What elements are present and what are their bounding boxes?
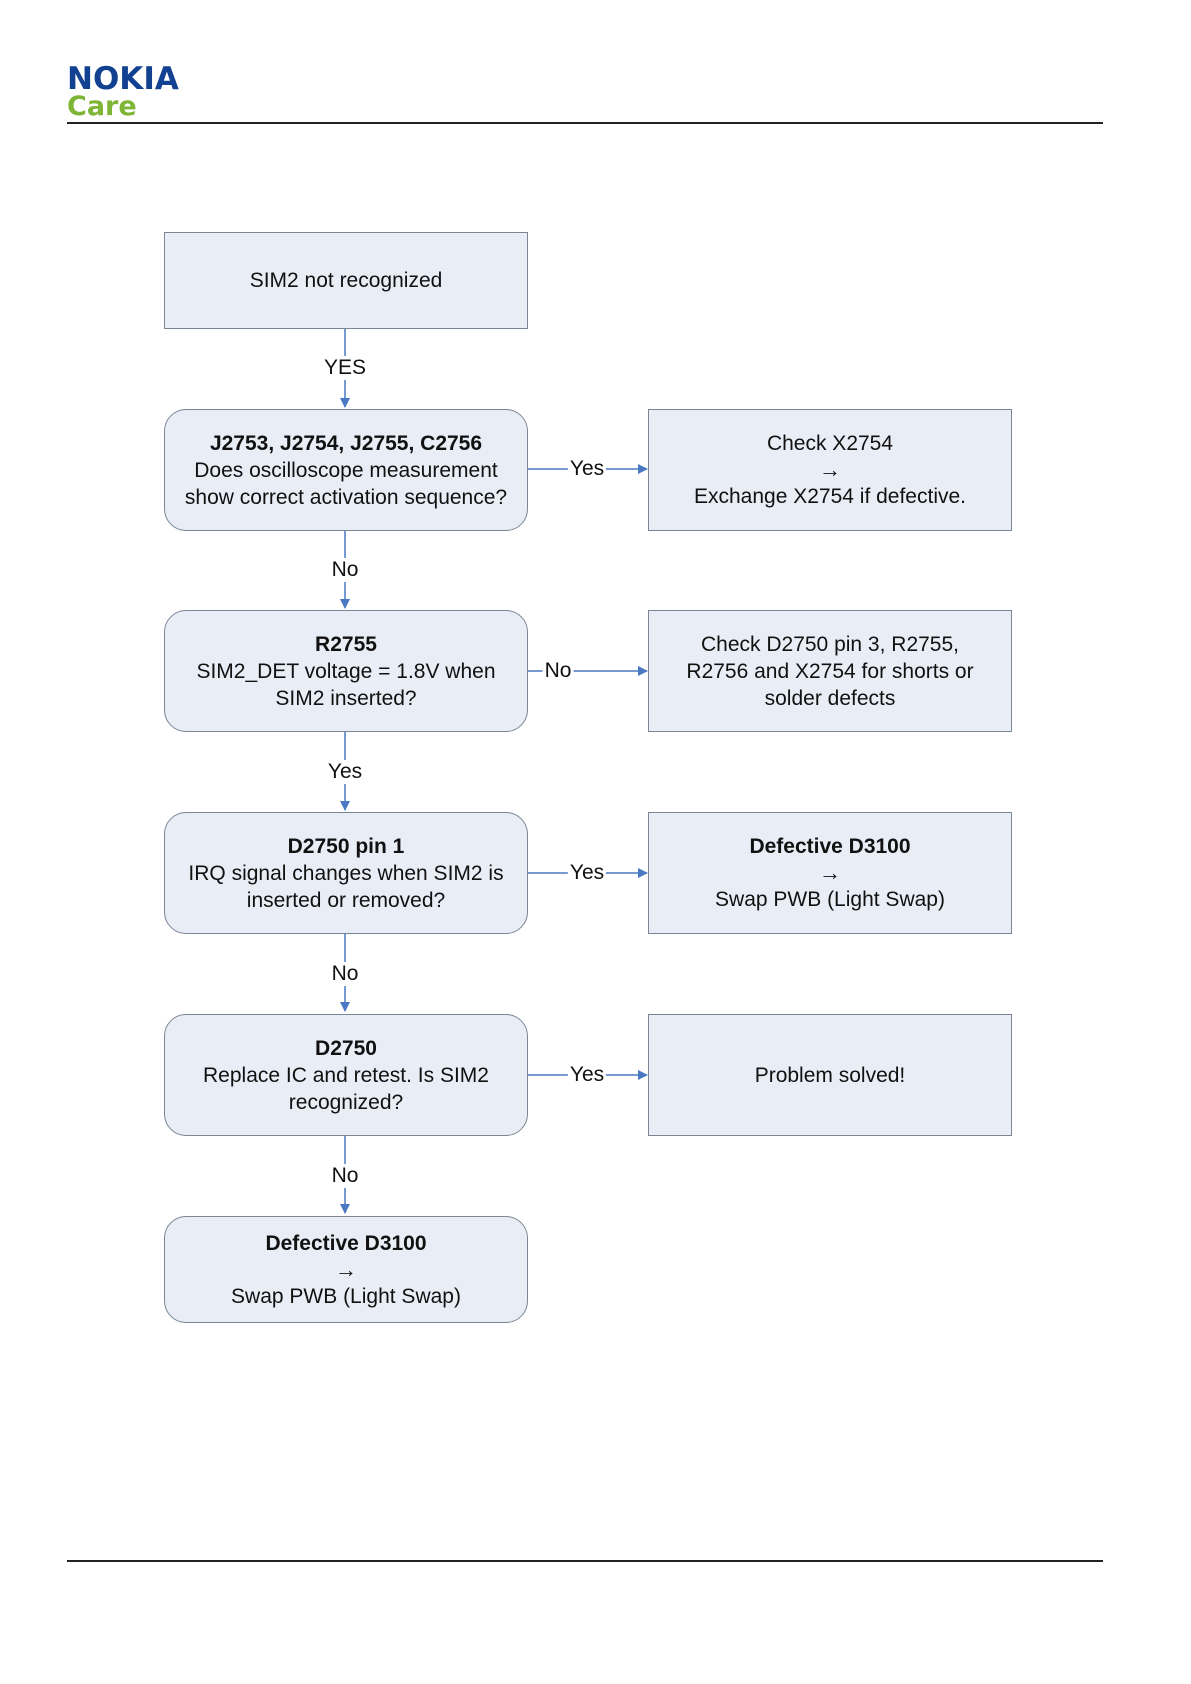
header-rule [67, 122, 1103, 124]
footer-rule [67, 1560, 1103, 1562]
edge-label-q4-end: No [329, 1164, 361, 1188]
edge-label-q1-q2: No [329, 558, 361, 582]
node-a2: Check D2750 pin 3, R2755, R2756 and X275… [648, 610, 1012, 732]
edge-label-q3-a3: Yes [567, 861, 607, 885]
node-q3-line1: IRQ signal changes when SIM2 is [188, 861, 504, 885]
node-q1-line2: show correct activation sequence? [184, 485, 508, 509]
arrow-right-icon: → [335, 1256, 357, 1282]
node-q3-line2: inserted or removed? [246, 888, 446, 912]
node-a4-text: Problem solved! [754, 1063, 906, 1087]
node-q4-line2: recognized? [288, 1090, 404, 1114]
node-q2-line1: SIM2_DET voltage = 1.8V when [196, 659, 496, 683]
node-a2-line2: R2756 and X2754 for shorts or [686, 659, 974, 683]
node-q2: R2755 SIM2_DET voltage = 1.8V when SIM2 … [164, 610, 528, 732]
node-q4: D2750 Replace IC and retest. Is SIM2 rec… [164, 1014, 528, 1136]
node-a1-line2: Exchange X2754 if defective. [693, 485, 966, 508]
arrow-right-icon: → [819, 457, 841, 482]
node-a3-line2: Swap PWB (Light Swap) [715, 888, 945, 911]
edge-label-q4-a4: Yes [567, 1063, 607, 1087]
node-a3-title: Defective D3100 [749, 835, 911, 858]
care-logo: Care [67, 91, 137, 122]
node-q2-title: R2755 [315, 632, 377, 656]
node-q1: J2753, J2754, J2755, C2756 Does oscillos… [164, 409, 528, 531]
edge-label-q1-a1: Yes [567, 457, 607, 481]
arrow-right-icon: → [819, 860, 841, 885]
node-a1-line1: Check X2754 [766, 432, 894, 455]
nokia-logo: NOKIA [67, 61, 179, 97]
node-end-title: Defective D3100 [265, 1231, 427, 1255]
node-q2-line2: SIM2 inserted? [275, 686, 417, 710]
node-a4: Problem solved! [648, 1014, 1012, 1136]
edge-label-q3-q4: No [329, 962, 361, 986]
node-q4-title: D2750 [315, 1036, 377, 1060]
node-q4-line1: Replace IC and retest. Is SIM2 [203, 1063, 489, 1087]
node-a3: Defective D3100 → Swap PWB (Light Swap) [648, 812, 1012, 934]
edge-label-q2-q3: Yes [325, 760, 365, 784]
node-start-text: SIM2 not recognized [249, 269, 443, 292]
node-q3-title: D2750 pin 1 [287, 834, 405, 858]
node-start: SIM2 not recognized [164, 232, 528, 329]
node-a2-line1: Check D2750 pin 3, R2755, [701, 632, 959, 656]
node-q1-line1: Does oscilloscope measurement [194, 458, 498, 482]
edge-label-start-q1: YES [321, 356, 369, 380]
edge-label-q2-a2: No [542, 659, 574, 683]
node-end: Defective D3100 → Swap PWB (Light Swap) [164, 1216, 528, 1323]
node-q1-title: J2753, J2754, J2755, C2756 [209, 431, 483, 455]
node-end-line2: Swap PWB (Light Swap) [231, 1284, 461, 1308]
node-a1: Check X2754 → Exchange X2754 if defectiv… [648, 409, 1012, 531]
node-a2-line3: solder defects [764, 686, 896, 710]
node-q3: D2750 pin 1 IRQ signal changes when SIM2… [164, 812, 528, 934]
